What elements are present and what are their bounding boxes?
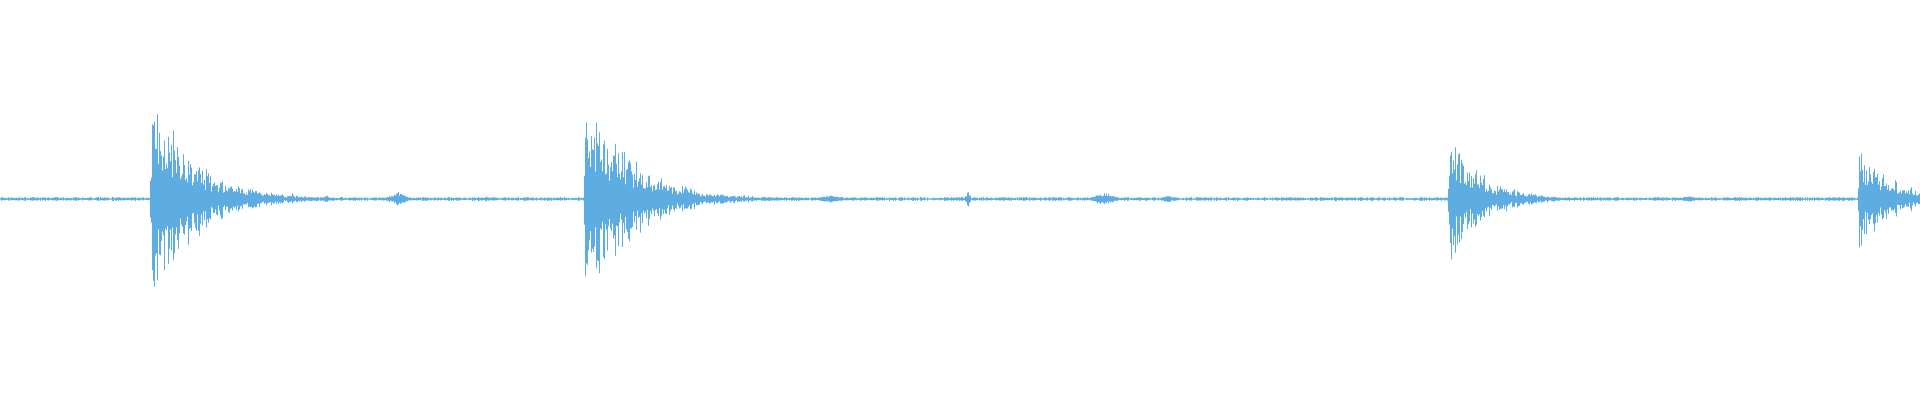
waveform-trace bbox=[0, 114, 1920, 287]
